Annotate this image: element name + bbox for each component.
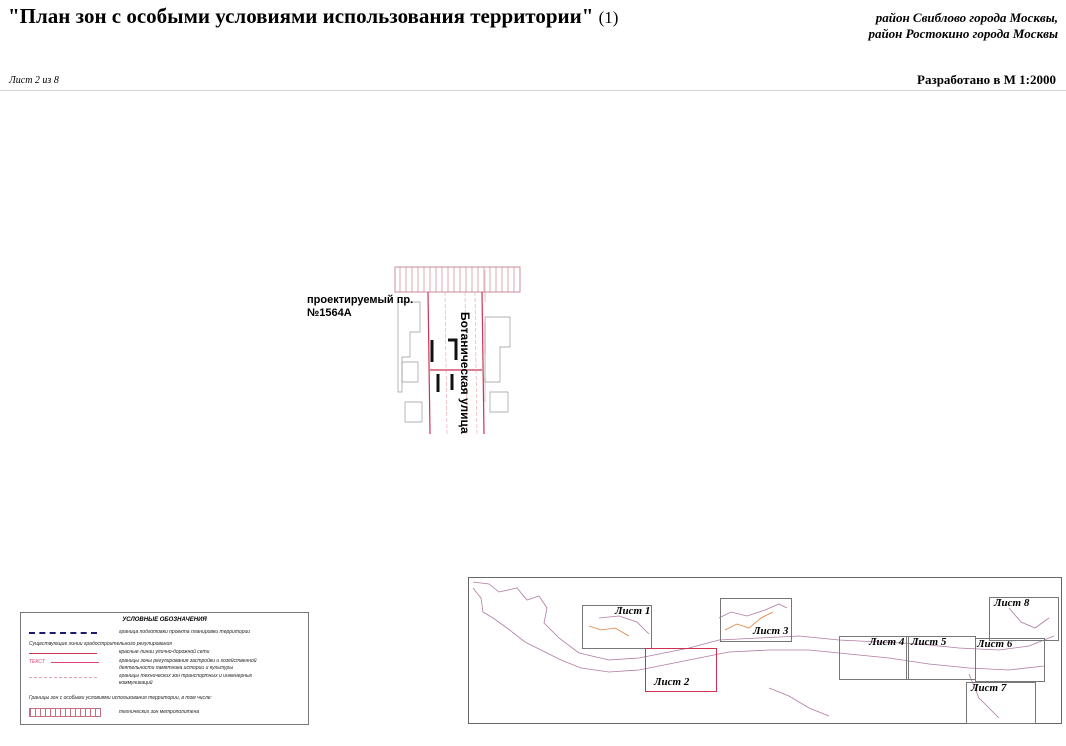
legend-group-existing: Существующие линии градостроительного ре…: [29, 641, 172, 647]
legend-heritage-symbol: ТЕКСТ: [29, 659, 45, 665]
page-title: "План зон с особыми условиями использова…: [8, 4, 618, 29]
key-sheet-3-label: Лист 3: [753, 625, 789, 637]
key-sheet-4-box[interactable]: [839, 636, 909, 680]
legend-tech-text-1: границы технических зон транспортных и и…: [119, 673, 253, 679]
key-map-drawing: [472, 581, 1055, 719]
legend-heritage-text-1: границы зоны регулирования застройки и х…: [119, 658, 257, 664]
key-sheet-5-label: Лист 5: [911, 636, 947, 648]
key-sheet-8-label: Лист 8: [994, 597, 1030, 609]
legend-group-zones: Границы зон с особыми условиями использо…: [29, 695, 212, 701]
building-outlines: [397, 301, 511, 423]
key-map: Лист 1 Лист 2 Лист 3 Лист 4 Лист 5 Лист …: [468, 577, 1062, 724]
key-sheet-6-box[interactable]: [975, 638, 1045, 682]
legend-tech-symbol: [29, 677, 97, 678]
legend-red-lines-text: красные линии улично-дорожной сети: [119, 649, 210, 655]
projected-passage-line-1: проектируемый пр.: [307, 294, 414, 306]
legend-boundary-text: граница подготовки проекта планировки те…: [119, 629, 251, 635]
title-text: "План зон с особыми условиями использова…: [8, 4, 594, 28]
red-lines: [427, 291, 485, 435]
key-sheet-2-label: Лист 2: [654, 676, 690, 688]
key-sheet-1-label: Лист 1: [615, 605, 651, 617]
legend-heritage-line: [51, 662, 99, 663]
key-sheet-6-label: Лист 6: [977, 638, 1013, 650]
street-name-label: Ботаническая улица: [458, 312, 472, 434]
map-fragment: [394, 266, 521, 435]
district-line-1: район Свиблово города Москвы,: [875, 10, 1058, 25]
key-sheet-7-box[interactable]: [966, 682, 1036, 724]
legend: УСЛОВНЫЕ ОБОЗНАЧЕНИЯ граница подготовки …: [20, 612, 309, 725]
key-sheet-1-box[interactable]: [582, 605, 652, 649]
header-divider: [0, 90, 1066, 91]
projected-passage-line-2: №1564А: [307, 307, 352, 319]
key-map-boundary: [472, 581, 1055, 719]
legend-heritage-text-2: деятельности памятника истории и культур…: [119, 665, 234, 671]
legend-boundary-symbol: [29, 632, 97, 634]
sheet-number: Лист 2 из 8: [9, 75, 59, 86]
key-sheet-4-label: Лист 4: [869, 636, 905, 648]
legend-red-lines-symbol: [29, 653, 97, 654]
key-sheet-2-box[interactable]: [645, 648, 717, 692]
legend-metro-text: технических зон метрополитена: [119, 709, 200, 715]
legend-metro-symbol: [29, 708, 101, 717]
key-sheet-3-box[interactable]: [720, 598, 792, 642]
key-sheet-7-label: Лист 7: [971, 682, 1007, 694]
key-sheet-8-box[interactable]: [989, 597, 1059, 641]
legend-tech-text-2: коммуникаций: [119, 680, 153, 686]
metro-zone-hatch: [394, 266, 521, 293]
legend-title: УСЛОВНЫЕ ОБОЗНАЧЕНИЯ: [122, 617, 207, 623]
district-line-2: район Ростокино города Москвы: [868, 26, 1058, 41]
title-number: (1): [598, 8, 619, 27]
key-map-orange-lines: [588, 611, 774, 637]
scale-label: Разработано в М 1:2000: [917, 72, 1056, 87]
project-boundary: [430, 338, 458, 392]
